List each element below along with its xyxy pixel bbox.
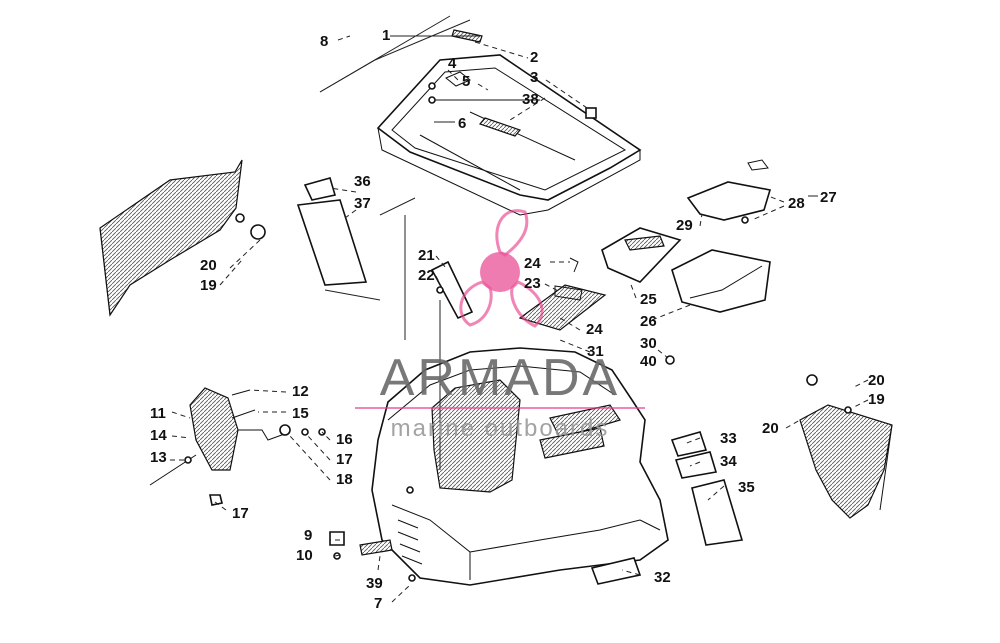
callout-label: 20 (200, 257, 217, 274)
leader-lines (170, 15, 869, 603)
callout-label: 24 (524, 255, 541, 272)
callout-label: 21 (418, 247, 435, 264)
callout-label: 38 (522, 91, 539, 108)
callout-label: 5 (462, 73, 470, 90)
callout-label: 30 (640, 335, 657, 352)
callout-labels: 1 2 3 4 5 6 7 8 9 10 11 12 13 14 15 16 1… (150, 27, 885, 612)
watermark-brand: ARMADA (380, 349, 620, 407)
callout-label: 7 (374, 595, 382, 612)
armada-watermark: ARMADA marine outboards (355, 209, 645, 442)
callout-label: 23 (524, 275, 541, 292)
propeller-logo-icon (459, 209, 544, 328)
callout-label: 24 (586, 321, 603, 338)
callout-label: 19 (868, 391, 885, 408)
watermark-tagline: marine outboards (391, 415, 610, 442)
left-decals (296, 177, 368, 286)
callout-label: 28 (788, 195, 805, 212)
callout-label: 34 (720, 453, 737, 470)
callout-label: 4 (448, 55, 457, 72)
callout-label: 13 (150, 449, 167, 466)
callout-label: 2 (530, 49, 538, 66)
callout-label: 20 (868, 372, 885, 389)
front-rack (376, 29, 642, 216)
callout-label: 8 (320, 33, 328, 50)
callout-label: 17 (336, 451, 353, 468)
callout-label: 27 (820, 189, 837, 206)
callout-label: 19 (200, 277, 217, 294)
callout-label: 1 (382, 27, 390, 44)
callout-label: 20 (762, 420, 779, 437)
callout-label: 18 (336, 471, 353, 488)
callout-label: 3 (530, 69, 538, 86)
callout-label: 12 (292, 383, 309, 400)
callout-label: 15 (292, 405, 309, 422)
callout-label: 22 (418, 267, 435, 284)
left-headlight-bracket (149, 387, 326, 506)
right-side-panel (799, 374, 893, 519)
rack-decal (478, 117, 522, 137)
left-side-panel (99, 159, 266, 317)
callout-label: 6 (458, 115, 466, 132)
callout-label: 9 (304, 527, 312, 544)
right-decals (590, 355, 744, 585)
callout-label: 17 (232, 505, 249, 522)
callout-label: 16 (336, 431, 353, 448)
right-storage-compartment (601, 159, 772, 313)
callout-label: 33 (720, 430, 737, 447)
callout-label: 36 (354, 173, 371, 190)
callout-label: 10 (296, 547, 313, 564)
rack-nut (585, 107, 597, 119)
callout-label: 39 (366, 575, 383, 592)
callout-label: 26 (640, 313, 657, 330)
callout-label: 37 (354, 195, 371, 212)
callout-label: 14 (150, 427, 167, 444)
callout-label: 35 (738, 479, 755, 496)
callout-label: 32 (654, 569, 671, 586)
callout-label: 25 (640, 291, 657, 308)
callout-label: 11 (150, 405, 166, 422)
callout-label: 31 (587, 343, 604, 360)
callout-label: 29 (676, 217, 693, 234)
callout-label: 40 (640, 353, 657, 370)
